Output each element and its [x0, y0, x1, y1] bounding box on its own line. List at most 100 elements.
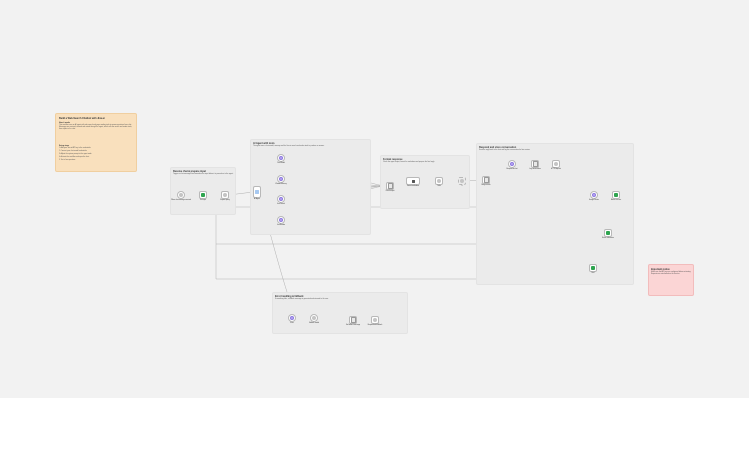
node-label: End [591, 273, 595, 274]
reply-icon [373, 318, 377, 322]
group-text: The agent uses a chat model, memory and … [253, 146, 325, 147]
markdown-icon [411, 179, 415, 183]
chat-trigger-node[interactable] [177, 191, 185, 199]
node-label: Respond to chat [506, 169, 518, 170]
fallback-model-node[interactable] [310, 314, 318, 322]
node-label: Prepare query [220, 200, 230, 201]
intro-step: 4. Activate the workflow and open the ch… [59, 157, 90, 158]
set-input-node[interactable] [199, 191, 207, 199]
check-icon [614, 193, 618, 197]
fallback-set-node[interactable] [349, 316, 357, 324]
gear-icon [223, 193, 227, 197]
table-icon [592, 193, 596, 197]
node-label: AI Agent [254, 199, 260, 200]
sheet-icon [606, 231, 610, 235]
http-node[interactable] [552, 160, 560, 168]
warning-title: Important notice [651, 268, 670, 271]
intro-step: 5. Test a few questions. [59, 160, 76, 161]
node-label: Error [290, 323, 294, 324]
robot-icon [255, 190, 259, 194]
respond-node[interactable] [508, 160, 516, 168]
code-node[interactable] [435, 177, 443, 185]
empty-area [0, 398, 749, 450]
group-title: Receive chat & prepare input [173, 170, 206, 173]
intro-title: Build a Web-Search Chatbot with Jina.ai [59, 117, 105, 120]
memory-icon [279, 177, 283, 181]
node-label: Window Memory [275, 184, 287, 185]
format-node[interactable] [406, 177, 420, 185]
prepare-node[interactable] [221, 191, 229, 199]
code-icon [437, 179, 441, 183]
group-text: Check the agent output, format the markd… [383, 162, 435, 163]
warning-sticky-note[interactable]: Important notice Make sure the API keys … [648, 264, 694, 296]
group-title: Respond and store conversation [479, 146, 517, 149]
group-title: Error handling & fallback [275, 295, 304, 298]
merge-node[interactable] [482, 176, 490, 184]
intro-body: This workflow uses an AI agent with web … [59, 125, 132, 131]
sheet-icon [591, 266, 595, 270]
node-label: Jina Reader [276, 225, 286, 226]
final-end-node[interactable] [589, 264, 597, 272]
document-icon [387, 183, 393, 189]
reader-tool-node[interactable] [277, 216, 285, 224]
node-label: Return success [610, 200, 622, 201]
node-label: HTTP Request [551, 169, 561, 170]
error-trigger-node[interactable] [288, 314, 296, 322]
group-text: If something fails, a fallback message i… [275, 299, 329, 300]
intro-step: 3. Adjust the system prompt in the agent… [59, 154, 92, 155]
intro-heading: How it works [59, 122, 71, 124]
node-label: Fallback model [308, 323, 320, 324]
group-format-response[interactable]: Format response Check the agent output, … [380, 155, 470, 209]
intro-sticky-note[interactable]: Build a Web-Search Chatbot with Jina.ai … [55, 113, 137, 172]
chat-icon [179, 193, 183, 197]
node-label: Return alternative [602, 238, 614, 239]
node-label: Respond with fallback [367, 325, 383, 326]
node-label: Chat Model [277, 163, 285, 164]
node-label: When chat message received [171, 200, 191, 201]
node-label: Google Sheets [589, 200, 599, 201]
group-text: Send the reply back to the chat and log … [479, 150, 531, 151]
group-title: AI Agent with tools [253, 142, 275, 145]
sheet-node[interactable] [590, 191, 598, 199]
group-text: Trigger on chat messages and normalize t… [173, 174, 234, 175]
node-label: Check output [385, 191, 395, 192]
intro-setup-heading: Setup steps [59, 145, 70, 147]
log-node[interactable] [531, 160, 539, 168]
node-label: Jina Search [277, 204, 285, 205]
log-icon [532, 161, 538, 167]
memory-node[interactable] [277, 175, 285, 183]
final-ok-node[interactable] [612, 191, 620, 199]
intro-step: 2. Connect your chat model credentials. [59, 151, 88, 152]
node-label: Set fallback message [345, 325, 361, 326]
node-label: Log conversation [529, 169, 541, 170]
globe-icon [554, 162, 558, 166]
fallback-respond-node[interactable] [371, 316, 379, 324]
group-agent-tools[interactable]: AI Agent with tools The agent uses a cha… [250, 139, 371, 235]
final-alt-node[interactable] [604, 229, 612, 237]
node-label: Set input [200, 200, 206, 201]
brain-icon [279, 156, 283, 160]
brain-icon [312, 316, 316, 320]
workflow-canvas[interactable]: Build a Web-Search Chatbot with Jina.ai … [0, 0, 749, 398]
node-label: Merge results [481, 185, 491, 186]
warning-body: Make sure the API keys are configured be… [651, 272, 691, 276]
connection-lines [185, 157, 624, 321]
reply-icon [510, 162, 514, 166]
ai-agent-node[interactable] [253, 186, 261, 198]
edit-icon [350, 317, 356, 323]
chat-model-node[interactable] [277, 154, 285, 162]
node-label: Format markdown [406, 186, 420, 187]
alert-icon [290, 316, 294, 320]
intro-step: 1. Add your Jina.ai API key to the crede… [59, 148, 91, 149]
branch-icon [460, 179, 464, 183]
reader-icon [279, 218, 283, 222]
check-output-node[interactable] [386, 182, 394, 190]
search-tool-node[interactable] [277, 195, 285, 203]
group-error-handling[interactable]: Error handling & fallback If something f… [272, 292, 408, 334]
node-label: Code [437, 186, 441, 187]
search-icon [279, 197, 283, 201]
sheet-icon [201, 193, 205, 197]
group-title: Format response [383, 158, 403, 161]
if-node[interactable] [458, 177, 466, 185]
node-label: If [461, 186, 463, 187]
